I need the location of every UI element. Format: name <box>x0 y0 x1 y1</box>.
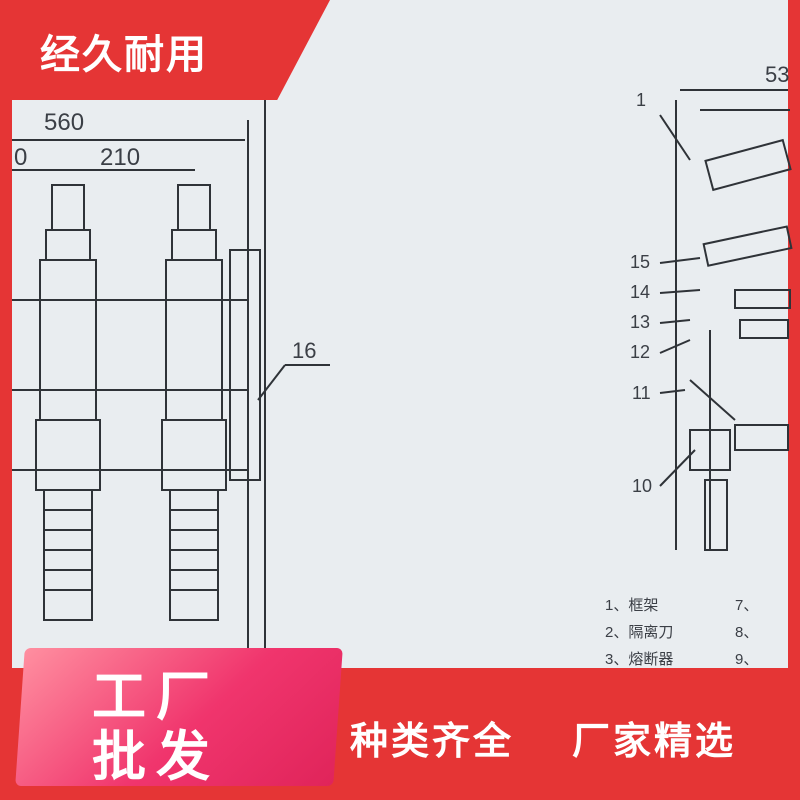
dim-label-210: 210 <box>100 144 140 171</box>
dim-label-0: 0 <box>14 144 27 171</box>
callout-14: 14 <box>630 282 650 302</box>
legend-item-1: 1、框架 <box>605 597 658 614</box>
dim-label-560: 560 <box>44 109 84 136</box>
slogan-left: 种类齐全 <box>350 719 515 763</box>
leader-16 <box>257 364 286 401</box>
callout-10: 10 <box>632 476 652 496</box>
insulator-left <box>35 184 101 621</box>
legend-item-9: 9、 <box>735 651 758 668</box>
callout-13: 13 <box>630 312 650 332</box>
dim-label-53: 53 <box>765 62 789 87</box>
slogan-right: 厂家精选 <box>572 719 737 763</box>
legend-item-3: 3、熔断器 <box>605 651 673 668</box>
callout-1: 1 <box>636 90 646 110</box>
legend-item-8: 8、 <box>735 624 758 641</box>
callout-15: 15 <box>630 252 650 272</box>
side-mechanism <box>229 249 261 481</box>
callout-11: 11 <box>632 383 651 403</box>
top-badge-text: 经久耐用 <box>40 32 208 78</box>
top-badge <box>0 0 330 100</box>
legend-item-7: 7、 <box>735 597 758 614</box>
bottom-badge-line-1: 工厂 <box>92 665 220 728</box>
bottom-badge-line-2: 批发 <box>92 725 220 788</box>
callout-16: 16 <box>292 338 316 363</box>
right-components <box>689 109 793 551</box>
legend-item-2: 2、隔离刀 <box>605 624 673 641</box>
insulator-middle <box>161 184 227 621</box>
callout-12: 12 <box>630 342 650 362</box>
